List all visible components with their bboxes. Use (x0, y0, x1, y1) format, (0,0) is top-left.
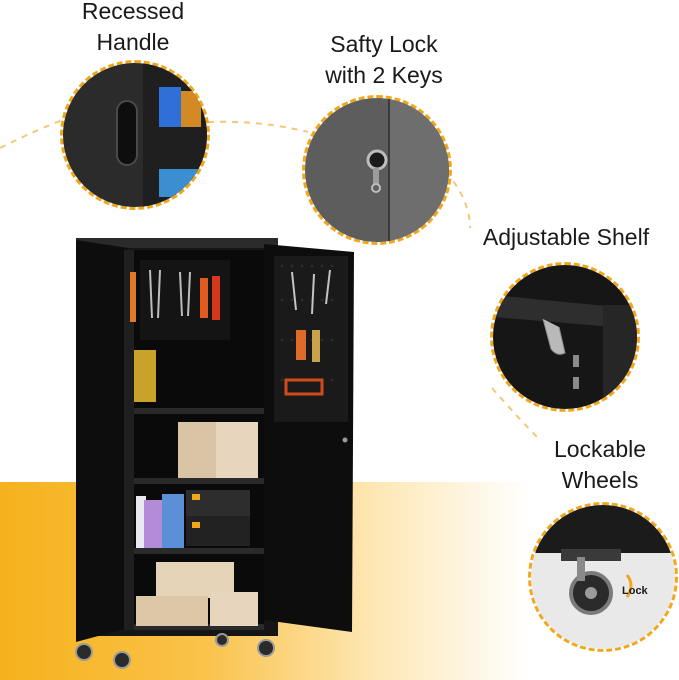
label-adjustable-shelf: Adjustable Shelf (482, 224, 650, 250)
lock-badge: Lock (622, 585, 648, 597)
connector-lock (207, 120, 309, 133)
cabinet (75, 238, 354, 669)
callout-lockable-wheels (528, 502, 678, 652)
callout-recessed-handle (60, 60, 210, 210)
label-safety-lock: Safty Lock with 2 Keys (325, 31, 443, 88)
lock-closeup (305, 98, 449, 242)
label-recessed-handle: Recessed Handle (81, 0, 185, 55)
unlock-badge: Unlock (618, 533, 655, 545)
connector-wheels (491, 387, 541, 441)
handle-closeup (63, 63, 207, 207)
callout-adjustable-shelf (490, 262, 640, 412)
connector-handle (0, 117, 69, 149)
callout-safety-lock (302, 95, 452, 245)
wheel-closeup (531, 505, 675, 649)
label-lockable-wheels: Lockable Wheels (553, 436, 647, 493)
shelf-closeup (493, 265, 637, 409)
